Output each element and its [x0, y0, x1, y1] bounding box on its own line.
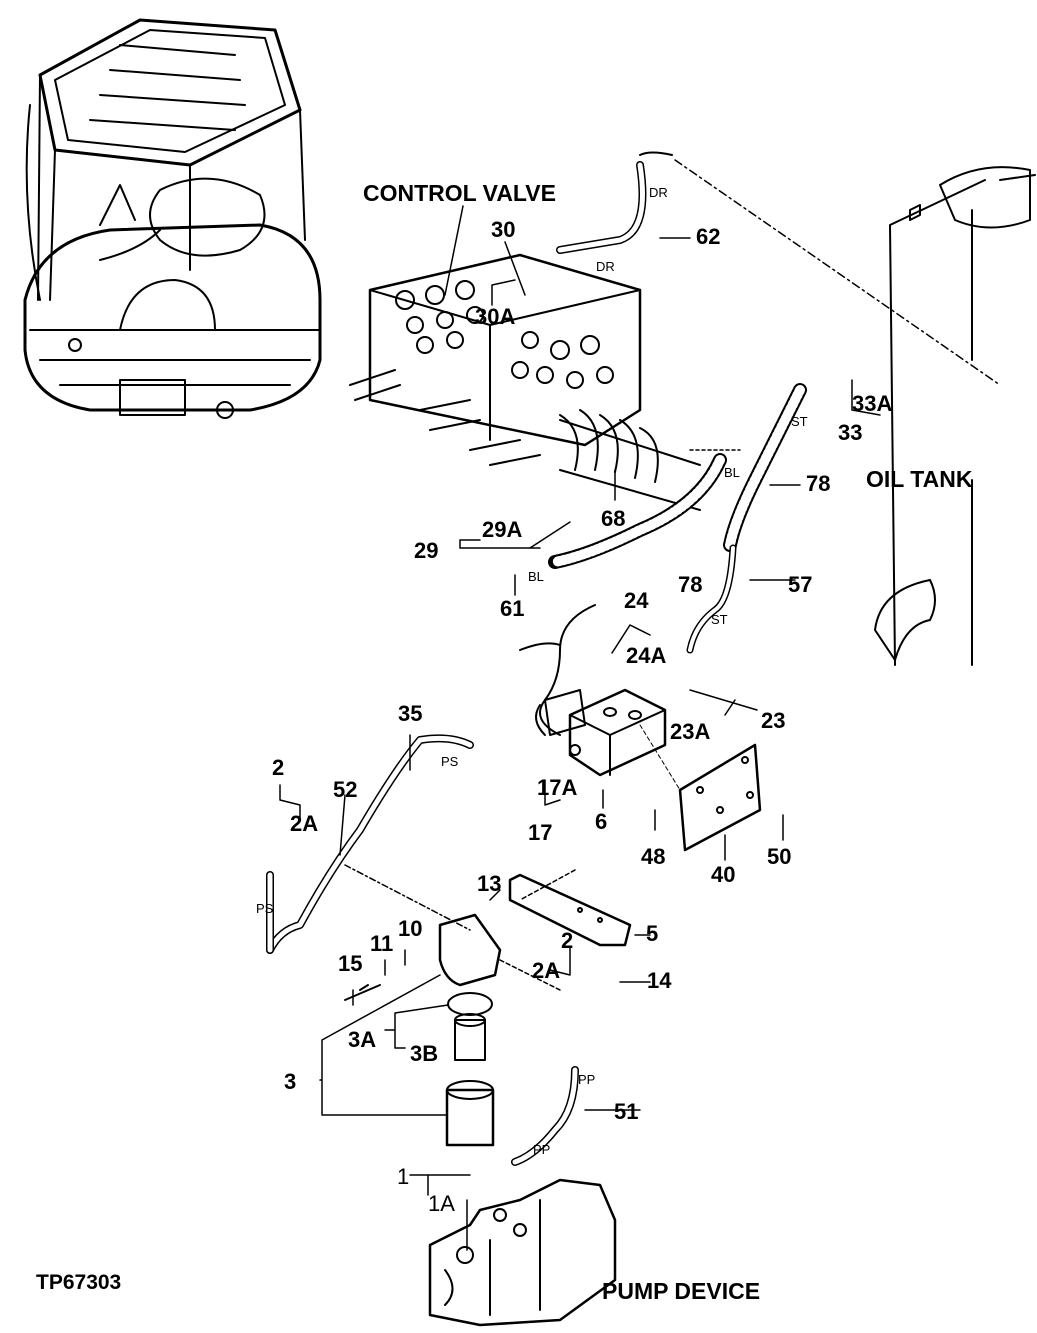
callout-2-upper: 2 — [272, 755, 285, 780]
excavator-cab-illustration — [23, 18, 322, 419]
hose-tag-pp-lower: PP — [533, 1142, 551, 1157]
callout-6: 6 — [595, 809, 608, 834]
callout-15: 15 — [338, 951, 363, 976]
callout-2-lower: 2 — [561, 928, 574, 953]
leader-lines — [279, 159, 1001, 1251]
callout-35: 35 — [398, 701, 423, 726]
hose-tag-bl-lower: BL — [528, 569, 544, 584]
callout-78-upper: 78 — [806, 471, 831, 496]
hose-tag-st-lower: ST — [711, 612, 728, 627]
callout-24A: 24A — [626, 643, 667, 668]
solenoid-valve-illustration — [535, 688, 667, 777]
callout-17: 17 — [528, 820, 553, 845]
callout-3A: 3A — [348, 1027, 377, 1052]
callout-51: 51 — [614, 1099, 639, 1124]
callout-5: 5 — [646, 921, 659, 946]
filter-illustration — [344, 913, 502, 1147]
hose-tag-ps-upper: PS — [441, 754, 459, 769]
callout-13: 13 — [477, 871, 502, 896]
callout-2A-upper: 2A — [290, 811, 319, 836]
callout-3: 3 — [284, 1069, 297, 1094]
callout-78-lower: 78 — [678, 572, 703, 597]
callout-68: 68 — [601, 506, 626, 531]
bracket-illustration — [508, 873, 632, 947]
callout-29A: 29A — [482, 517, 523, 542]
callout-52: 52 — [333, 777, 358, 802]
callout-30: 30 — [491, 217, 516, 242]
hoses — [266, 151, 807, 1166]
control-valve-illustration — [349, 253, 701, 511]
callout-23: 23 — [761, 708, 786, 733]
plate-illustration — [639, 724, 762, 852]
pump-illustration — [428, 1178, 617, 1327]
control-valve-label: CONTROL VALVE — [363, 180, 556, 206]
callout-10: 10 — [398, 916, 423, 941]
hose-tag-pp-upper: PP — [578, 1072, 596, 1087]
callout-57: 57 — [788, 572, 813, 597]
drawing-id: TP67303 — [36, 1271, 122, 1294]
callout-3B: 3B — [410, 1041, 439, 1066]
callout-29: 29 — [414, 538, 439, 563]
callout-24: 24 — [624, 588, 649, 613]
hose-tag-dr-lower: DR — [596, 259, 615, 274]
pump-device-label: PUMP DEVICE — [602, 1278, 761, 1304]
hose-tag-st-upper: ST — [791, 414, 808, 429]
callout-14: 14 — [647, 968, 672, 993]
callout-62: 62 — [696, 224, 721, 249]
callout-1: 1 — [397, 1164, 410, 1189]
hose-tag-dr-upper: DR — [649, 185, 668, 200]
callout-48: 48 — [641, 844, 666, 869]
callout-61: 61 — [500, 596, 525, 621]
callout-50: 50 — [767, 844, 792, 869]
callout-40: 40 — [711, 862, 736, 887]
oil-tank-label: OIL TANK — [866, 466, 973, 492]
callout-30A: 30A — [475, 304, 516, 329]
callout-1A: 1A — [428, 1191, 455, 1216]
hose-tag-ps-lower: PS — [256, 901, 274, 916]
callout-33: 33 — [838, 420, 863, 445]
callout-23A: 23A — [670, 719, 711, 744]
callout-33A: 33A — [852, 391, 893, 416]
callout-2A-lower: 2A — [532, 958, 561, 983]
oil-tank-illustration — [874, 166, 1036, 666]
callout-17A: 17A — [537, 775, 578, 800]
hose-tag-bl-upper: BL — [724, 465, 740, 480]
callout-11: 11 — [370, 931, 394, 956]
